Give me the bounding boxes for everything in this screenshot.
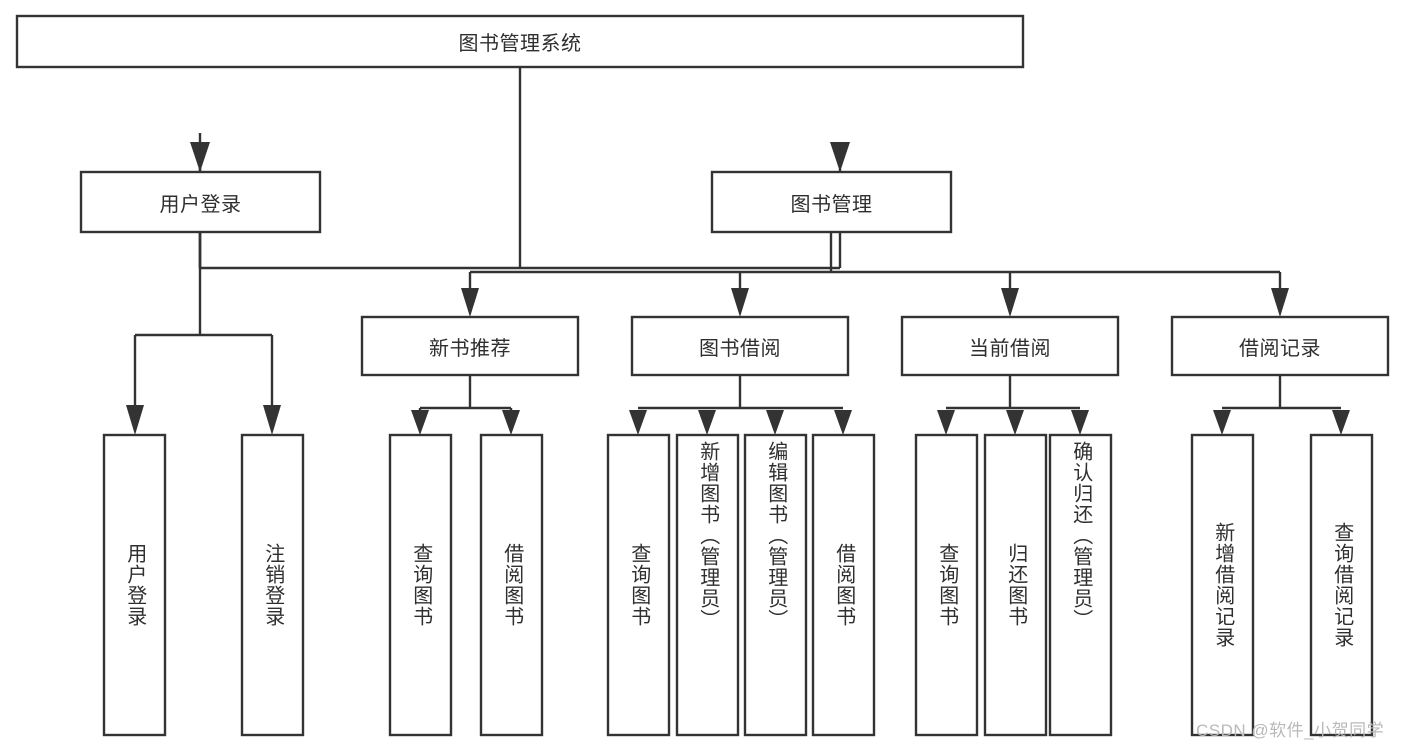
node-box-leaf-confirm-return[interactable] bbox=[1048, 433, 1113, 737]
arrow-head-borrow-record bbox=[1271, 288, 1289, 317]
connector-group-new-book-rec bbox=[411, 375, 520, 435]
node-box-leaf-add-book[interactable] bbox=[675, 433, 740, 737]
arrow-head-leaf-query-book-2 bbox=[629, 410, 647, 435]
node-box-leaf-query-book-3[interactable] bbox=[914, 433, 979, 737]
node-box-leaf-borrow-book-2[interactable] bbox=[811, 433, 876, 737]
arrow-head-user-login bbox=[190, 142, 210, 172]
connector-group-current-borrow bbox=[937, 375, 1089, 435]
arrow-head-leaf-query-book-3 bbox=[937, 410, 955, 435]
node-box-current-borrow[interactable] bbox=[900, 315, 1120, 377]
connector-group-root bbox=[190, 67, 850, 270]
connector-group-borrow-record bbox=[1213, 375, 1350, 435]
arrow-head-book-borrow bbox=[731, 288, 749, 317]
connector-group-book-manage bbox=[461, 232, 1289, 317]
node-box-borrow-record[interactable] bbox=[1170, 315, 1390, 377]
node-box-leaf-add-record[interactable] bbox=[1190, 433, 1255, 737]
arrow-head-leaf-borrow-book-1 bbox=[502, 410, 520, 435]
node-box-leaf-return-book[interactable] bbox=[983, 433, 1048, 737]
arrow-head-leaf-add-record bbox=[1213, 410, 1231, 435]
node-box-root[interactable] bbox=[15, 14, 1025, 69]
arrow-head-leaf-add-book bbox=[698, 410, 716, 435]
node-box-leaf-user-logout[interactable] bbox=[240, 433, 305, 737]
arrow-head-leaf-user-logout bbox=[263, 405, 281, 435]
node-box-leaf-query-book-2[interactable] bbox=[606, 433, 671, 737]
arrow-head-leaf-query-book-1 bbox=[411, 410, 429, 435]
node-box-leaf-query-record[interactable] bbox=[1309, 433, 1374, 737]
csdn-watermark: CSDN @软件_小贺同学 bbox=[1196, 721, 1385, 740]
arrow-head-current-borrow bbox=[1001, 288, 1019, 317]
arrow-head-leaf-user-login bbox=[126, 405, 144, 435]
node-box-leaf-edit-book[interactable] bbox=[743, 433, 808, 737]
node-box-book-borrow[interactable] bbox=[630, 315, 850, 377]
node-box-book-manage[interactable] bbox=[710, 170, 953, 234]
node-box-leaf-borrow-book-1[interactable] bbox=[479, 433, 544, 737]
arrow-head-leaf-query-record bbox=[1332, 410, 1350, 435]
node-box-new-book-rec[interactable] bbox=[360, 315, 580, 377]
node-box-leaf-user-login[interactable] bbox=[102, 433, 167, 737]
connector-group-user-login bbox=[126, 232, 281, 435]
node-box-leaf-query-book-1[interactable] bbox=[388, 433, 453, 737]
arrow-head-leaf-return-book bbox=[1006, 410, 1024, 435]
arrow-head-leaf-borrow-book-2 bbox=[834, 410, 852, 435]
arrow-head-leaf-edit-book bbox=[766, 410, 784, 435]
arrow-head-leaf-confirm-return bbox=[1071, 410, 1089, 435]
arrow-head-book-manage bbox=[830, 142, 850, 172]
arrow-head-new-book-rec bbox=[461, 288, 479, 317]
node-box-user-login[interactable] bbox=[79, 170, 322, 234]
connector-group-book-borrow bbox=[629, 375, 852, 435]
